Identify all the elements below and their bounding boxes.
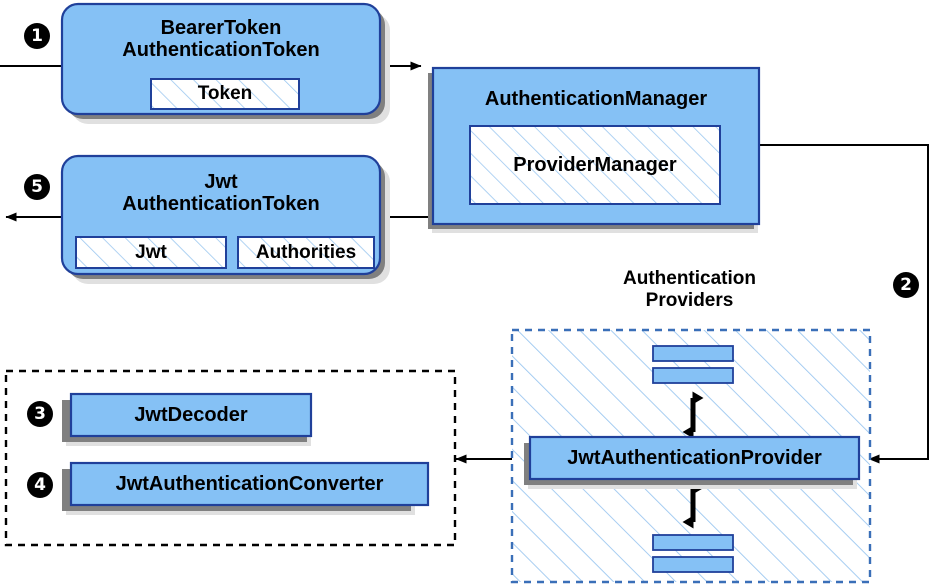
step-badge-1: 1 (24, 23, 50, 49)
provider-bar-top-1 (652, 345, 734, 362)
node-jwt-authentication-provider[interactable] (524, 435, 861, 489)
node-authentication-manager[interactable] (428, 66, 761, 233)
step-badge-3: 3 (27, 401, 53, 427)
authentication-providers-group-label: Authentication Providers (623, 268, 756, 311)
node-jwt-decoder[interactable] (62, 392, 313, 446)
provider-bar-bottom-2 (652, 556, 734, 573)
provider-bar-top-2 (652, 367, 734, 384)
node-jwt-authentication-converter[interactable] (62, 461, 430, 515)
inner-box-token (150, 78, 300, 110)
inner-box-provider-manager (469, 125, 721, 205)
step-badge-5: 5 (24, 174, 50, 200)
inner-box-authorities (237, 236, 375, 269)
connector-manager-to-provider (760, 144, 929, 464)
node-jwt-authentication-token[interactable] (60, 154, 390, 284)
node-bearer-token-authentication-token[interactable] (60, 2, 390, 124)
inner-box-jwt (75, 236, 227, 269)
provider-bar-bottom-1 (652, 534, 734, 551)
step-badge-2: 2 (893, 272, 919, 298)
step-badge-4: 4 (27, 472, 53, 498)
group-jwt-support (4, 369, 457, 547)
